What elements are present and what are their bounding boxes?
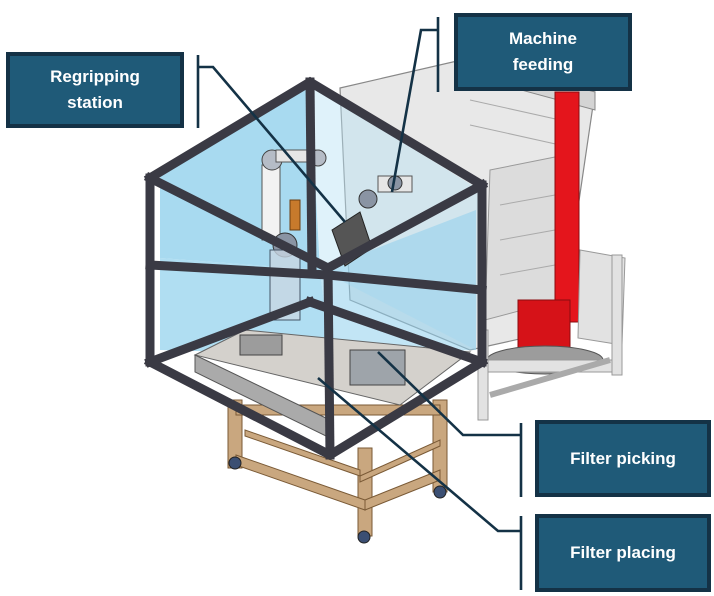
- aluminium-frame: [143, 76, 489, 461]
- callout-filter-picking: Filter picking: [535, 420, 711, 497]
- leader-lines: [196, 17, 523, 590]
- callout-machine-feeding: Machine feeding: [454, 13, 632, 91]
- callout-label: Filter picking: [570, 448, 676, 468]
- callout-label: Machine feeding: [508, 29, 578, 74]
- callout-label: Filter placing: [570, 543, 676, 562]
- callout-label: Regripping station: [50, 67, 140, 112]
- side-rail-frame: [477, 249, 626, 421]
- lower-stand: [227, 399, 448, 544]
- callout-filter-placing: Filter placing: [535, 514, 711, 592]
- callout-regripping-station: Regripping station: [6, 52, 184, 128]
